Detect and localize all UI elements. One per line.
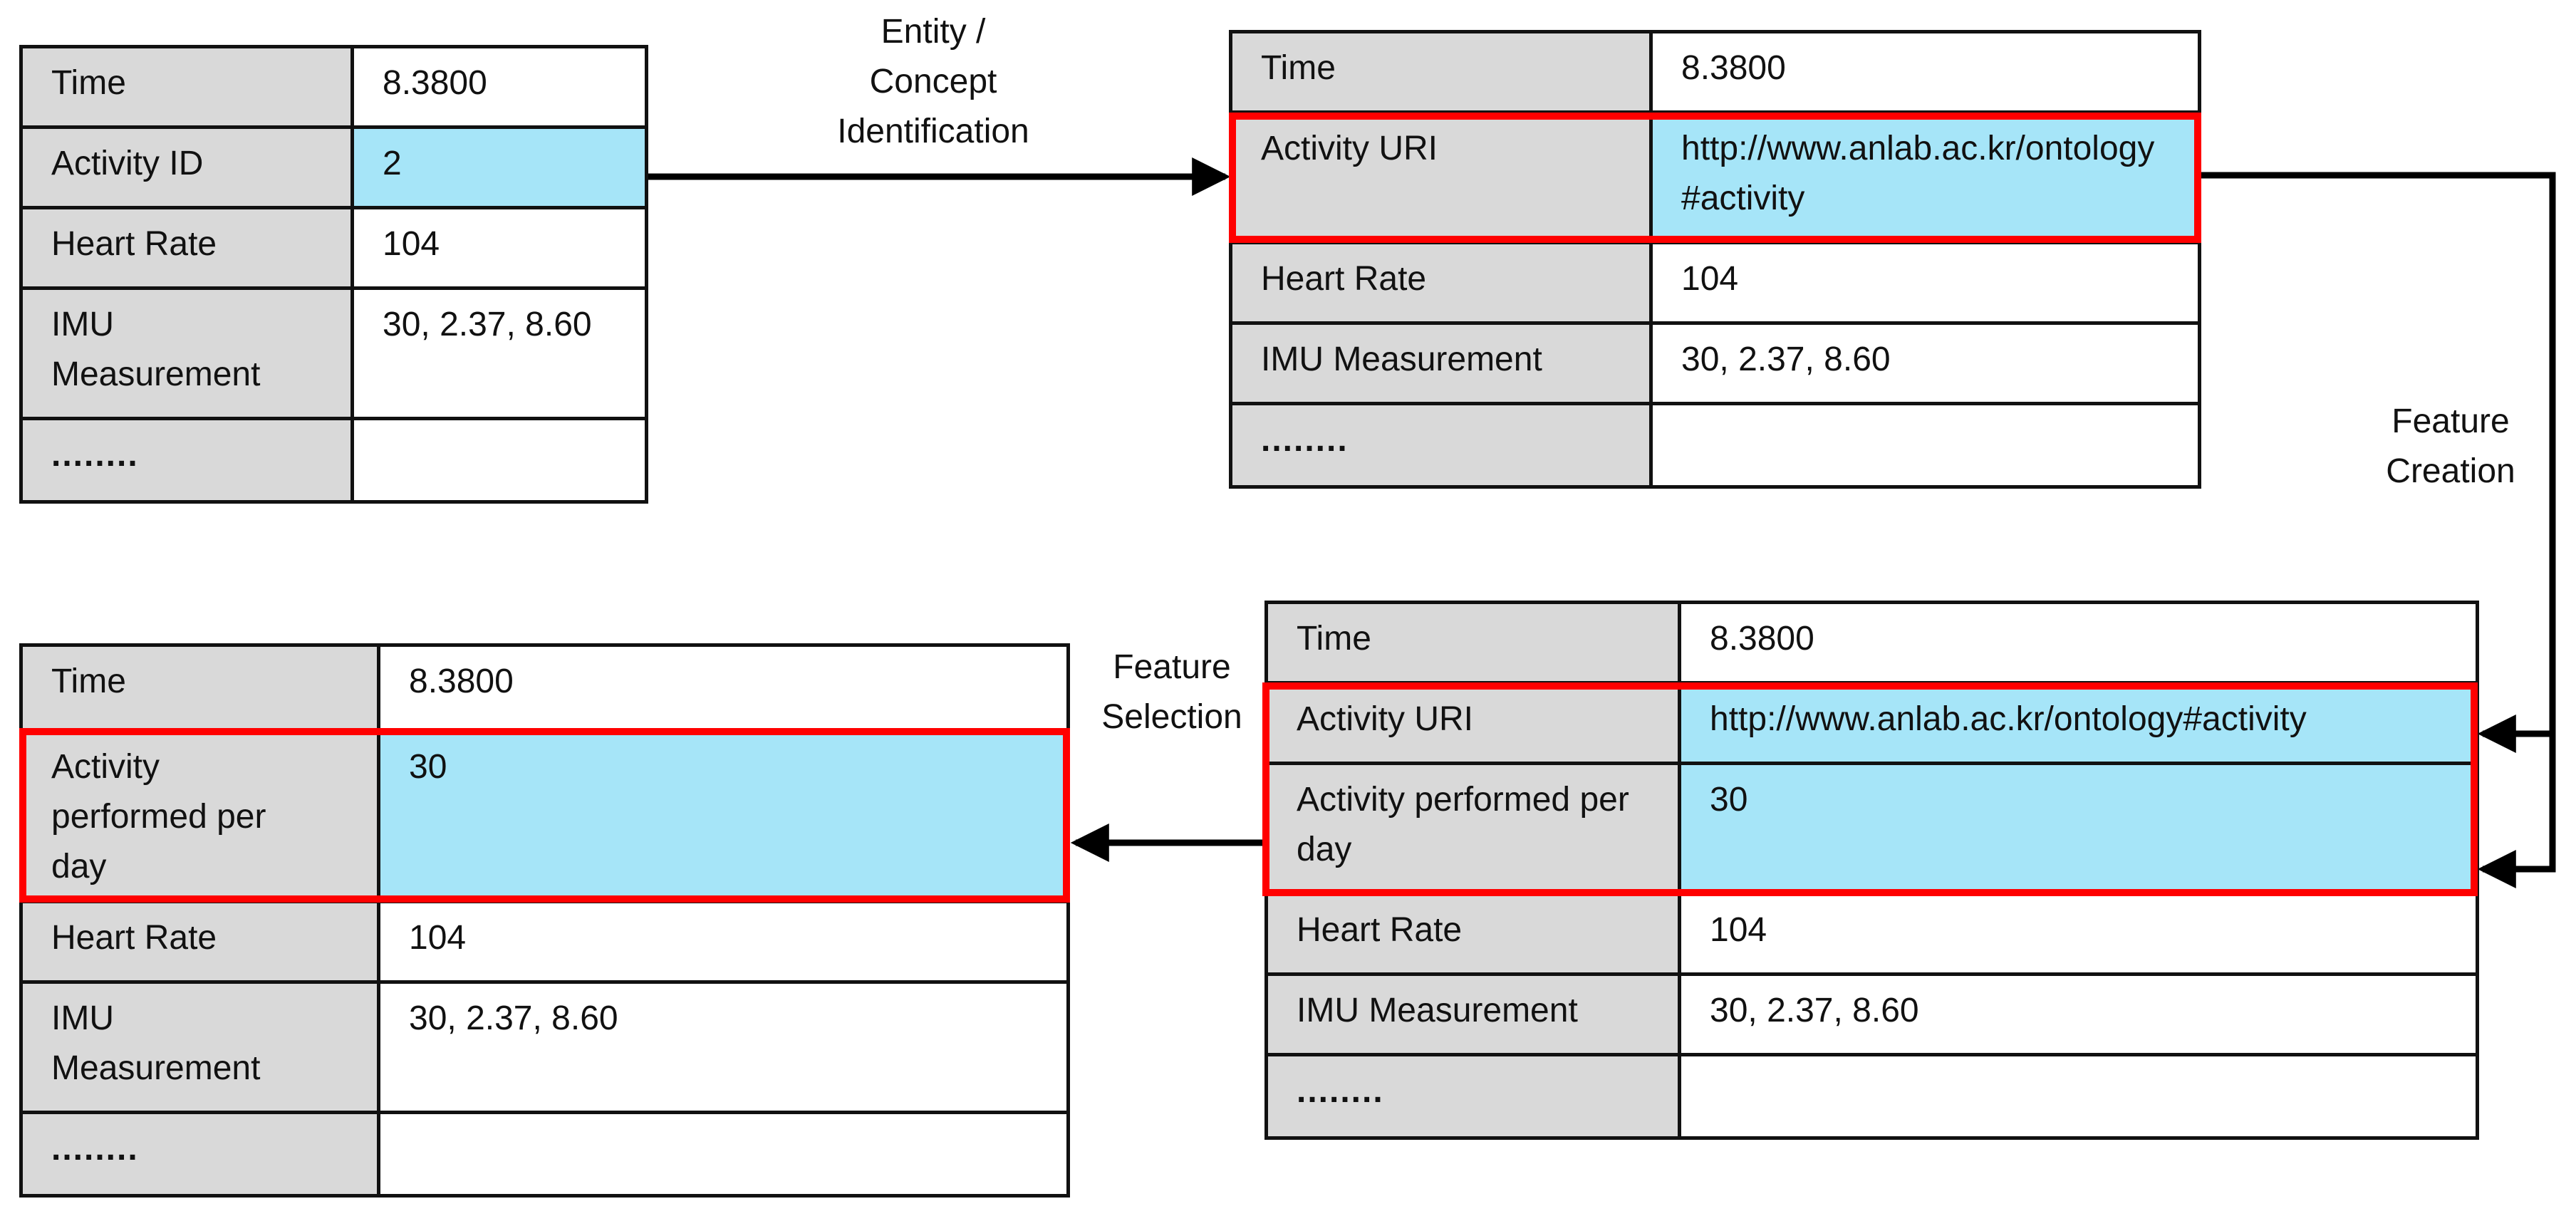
row-key: Time — [19, 643, 380, 732]
row-value: 104 — [350, 206, 648, 290]
row-key: Time — [1264, 601, 1681, 685]
row-key: Time — [1229, 30, 1653, 114]
row-value-highlight: http://www.anlab.ac.kr/ontology#activity — [1649, 110, 2201, 244]
label-line: Feature — [1113, 648, 1231, 686]
row-value — [1649, 402, 2201, 489]
row-value-highlight: 2 — [350, 125, 648, 209]
row-key: ........ — [1229, 402, 1653, 489]
label-line: Identification — [837, 113, 1029, 150]
row-key: Heart Rate — [19, 900, 380, 984]
row-value: 8.3800 — [377, 643, 1070, 732]
label-entity-identification: Entity / Concept Identification — [798, 7, 1069, 157]
row-value: 104 — [1678, 892, 2479, 976]
row-value: 8.3800 — [1649, 30, 2201, 114]
row-value — [377, 1111, 1070, 1198]
row-key: Heart Rate — [1229, 241, 1653, 325]
row-value: 8.3800 — [350, 45, 648, 129]
row-key: Activity URI — [1229, 110, 1653, 244]
row-key: Heart Rate — [1264, 892, 1681, 976]
label-line: Feature — [2391, 402, 2510, 440]
row-key: ........ — [1264, 1053, 1681, 1140]
row-key: ........ — [19, 1111, 380, 1198]
row-value — [1678, 1053, 2479, 1140]
row-value: 104 — [1649, 241, 2201, 325]
row-key: Activity URI — [1264, 681, 1681, 765]
label-line: Creation — [2386, 452, 2515, 490]
row-key: IMU Measurement — [1229, 321, 1653, 405]
label-line: Selection — [1101, 698, 1242, 736]
row-value-highlight: 30 — [377, 729, 1070, 903]
row-value-highlight: 30 — [1678, 762, 2479, 895]
row-value: 30, 2.37, 8.60 — [377, 980, 1070, 1114]
row-key: Activity performed per day — [1264, 762, 1681, 895]
arrow-creation-1 — [2201, 172, 2556, 753]
row-key: Heart Rate — [19, 206, 354, 290]
arrow-creation-2 — [2477, 727, 2556, 888]
row-value: 30, 2.37, 8.60 — [1649, 321, 2201, 405]
row-value — [350, 417, 648, 504]
row-key: IMU Measurement — [1264, 972, 1681, 1056]
row-value: 8.3800 — [1678, 601, 2479, 685]
label-feature-creation: Feature Creation — [2351, 397, 2550, 497]
row-key: IMU Measurement — [19, 286, 354, 420]
label-line: Entity / — [881, 13, 986, 51]
row-key: Activity performed per day — [19, 729, 380, 903]
row-value: 30, 2.37, 8.60 — [350, 286, 648, 420]
row-value-highlight: http://www.anlab.ac.kr/ontology#activity — [1678, 681, 2479, 765]
row-value: 30, 2.37, 8.60 — [1678, 972, 2479, 1056]
label-line: Concept — [869, 63, 997, 100]
row-key: ........ — [19, 417, 354, 504]
row-value: 104 — [377, 900, 1070, 984]
row-key: Time — [19, 45, 354, 129]
label-feature-selection: Feature Selection — [1086, 643, 1257, 742]
row-key: Activity ID — [19, 125, 354, 209]
row-key: IMU Measurement — [19, 980, 380, 1114]
